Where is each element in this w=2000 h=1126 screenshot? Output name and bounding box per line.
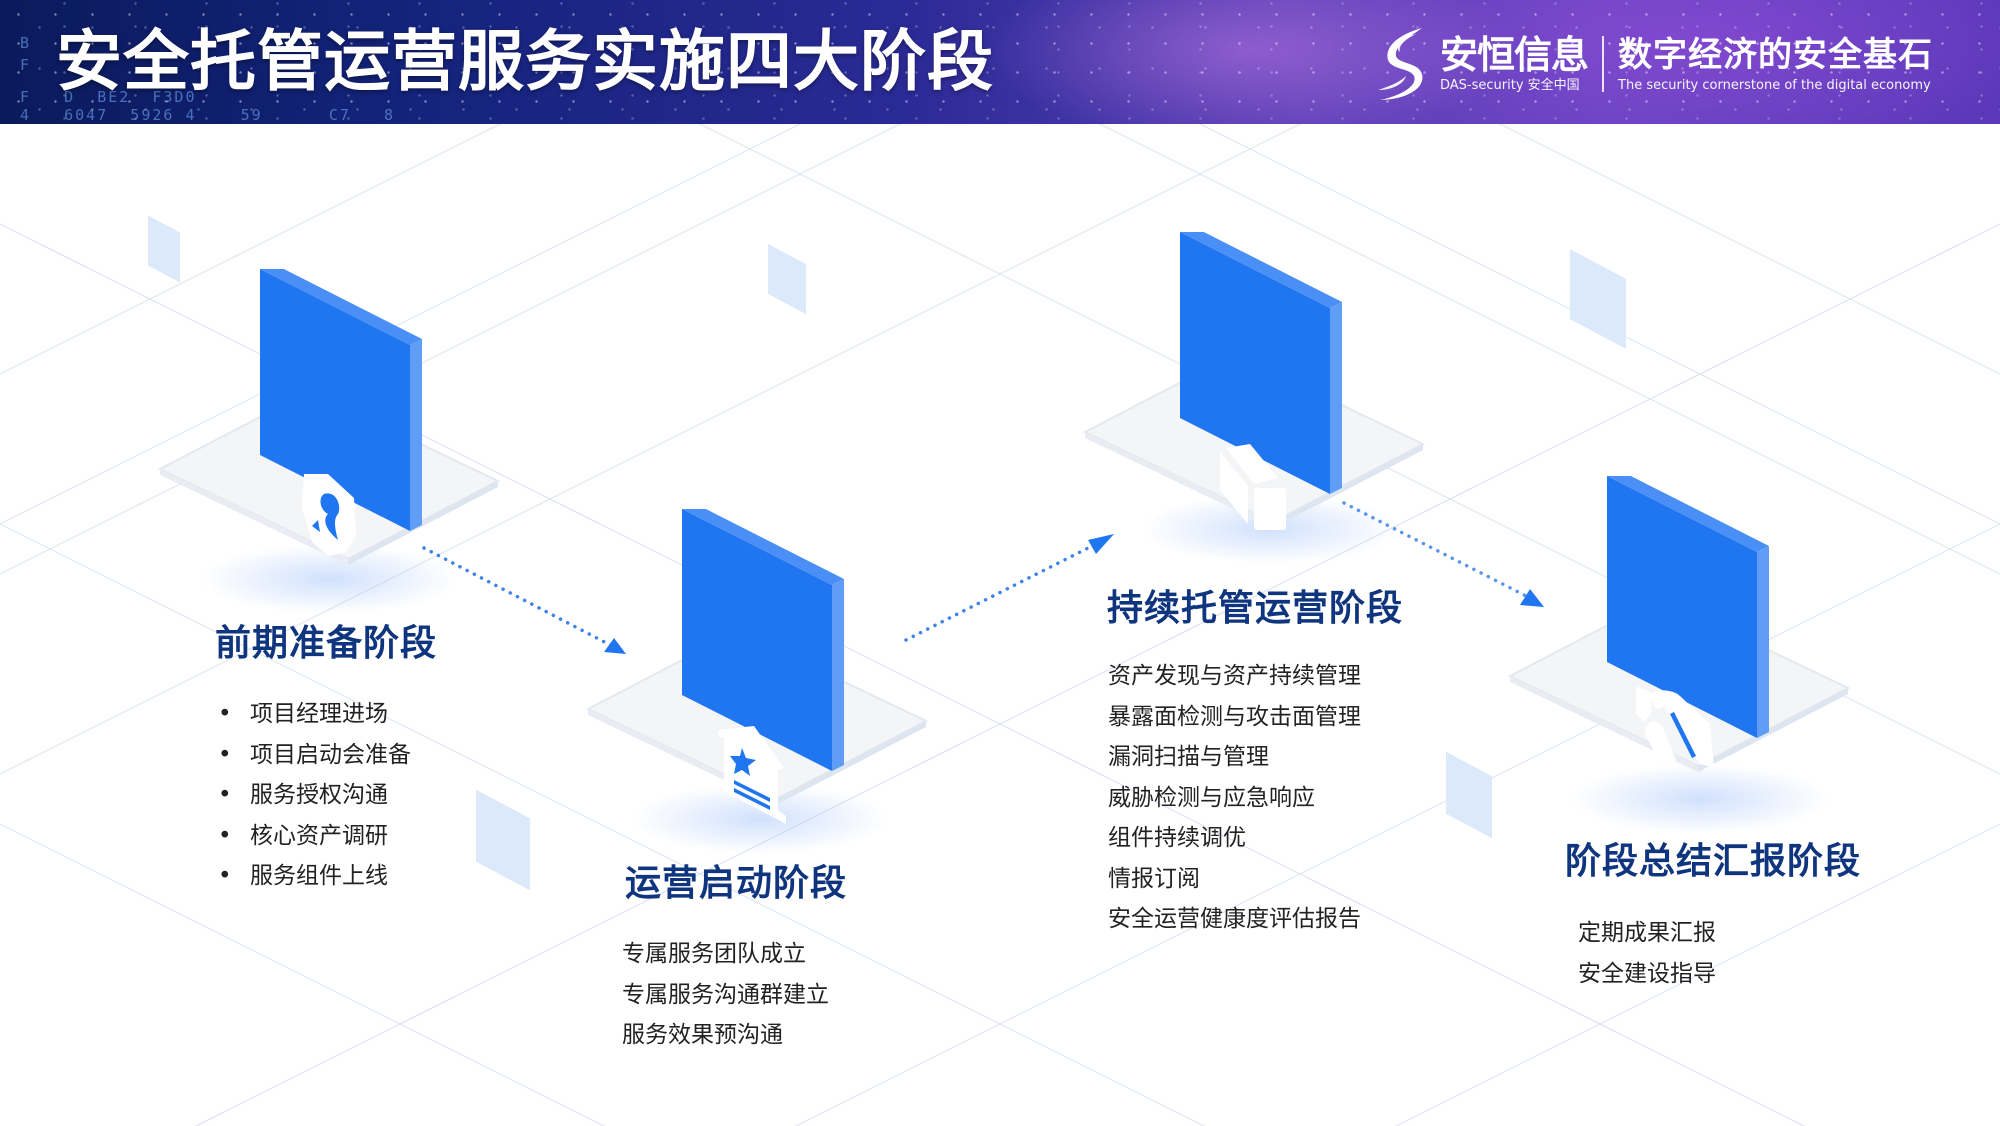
handshake-icon: [1636, 686, 1714, 768]
list-item: 专属服务团队成立: [622, 941, 806, 967]
phase-title: 阶段总结汇报阶段: [1565, 841, 1862, 882]
house-star-icon: [718, 726, 786, 824]
dotted-arrow-right-down: [422, 546, 626, 654]
list-item: 资产发现与资产持续管理: [1108, 663, 1361, 689]
header-banner: B F F D BE2 F3D0 4 6047 5926 4 59 C7 8 安…: [0, 0, 2000, 124]
brand-lockup: 安恒信息 DAS-security 安全中国 数字经济的安全基石 The sec…: [1370, 24, 1933, 104]
phase-item-list: 资产发现与资产持续管理 暴露面检测与攻击面管理 漏洞扫描与管理 威胁检测与应急响…: [1108, 656, 1361, 940]
shield-user-icon: [302, 474, 356, 556]
list-item: 服务组件上线: [218, 856, 411, 897]
hex-code-decoration: B: [20, 34, 32, 52]
phase-item-list: 专属服务团队成立 专属服务沟通群建立 服务效果预沟通: [622, 934, 829, 1056]
list-item: 定期成果汇报: [1578, 920, 1716, 946]
list-item: 情报订阅: [1108, 865, 1200, 892]
list-item: 项目启动会准备: [218, 735, 411, 776]
list-item: 威胁检测与应急响应: [1108, 784, 1315, 811]
brand-name: 安恒信息: [1440, 33, 1589, 77]
list-item: 漏洞扫描与管理: [1108, 744, 1269, 770]
list-item: 组件持续调优: [1108, 825, 1246, 851]
phase-item-list: 项目经理进场 项目启动会准备 服务授权沟通 核心资产调研 服务组件上线: [218, 694, 411, 897]
page-title: 安全托管运营服务实施四大阶段: [56, 23, 994, 100]
cube-box-icon: [1220, 444, 1286, 530]
list-item: 专属服务沟通群建立: [622, 981, 829, 1008]
brand-slogan: 数字经济的安全基石: [1618, 35, 1934, 75]
phase-title: 持续托管运营阶段: [1107, 588, 1404, 629]
hex-code-decoration: F D BE2 F3D0: [20, 88, 197, 106]
starfield-background: [0, 0, 2000, 124]
hex-code-decoration: 4 6047 5926 4 59 C7 8: [20, 106, 396, 124]
dotted-arrow-right-down: [1342, 501, 1544, 607]
isometric-platform: [1507, 476, 1851, 772]
phase-item-list: 定期成果汇报 安全建设指导: [1578, 913, 1716, 994]
list-item: 暴露面检测与攻击面管理: [1108, 703, 1361, 730]
list-item: 安全运营健康度评估报告: [1108, 906, 1361, 932]
list-item: 安全建设指导: [1578, 960, 1716, 987]
phase-title: 前期准备阶段: [215, 623, 438, 664]
main-stage: 前期准备阶段 项目经理进场 项目启动会准备 服务授权沟通 核心资产调研 服务组件…: [0, 124, 2000, 1126]
brand-subtitle: DAS-security 安全中国: [1440, 78, 1580, 93]
hex-code-decoration: F: [20, 56, 32, 74]
list-item: 服务效果预沟通: [622, 1022, 783, 1048]
brand-divider: [1602, 36, 1605, 92]
dotted-arrow-right-up: [904, 534, 1114, 642]
brand-slogan-english: The security cornerstone of the digital …: [1618, 78, 1931, 93]
das-security-swirl-logo-icon: [1378, 28, 1423, 100]
list-item: 项目经理进场: [218, 694, 411, 735]
list-item: 核心资产调研: [218, 816, 411, 857]
list-item: 服务授权沟通: [218, 775, 411, 816]
platform-glow: [1570, 764, 1830, 834]
phase-title: 运营启动阶段: [625, 863, 848, 904]
isometric-platform: [1082, 232, 1426, 528]
